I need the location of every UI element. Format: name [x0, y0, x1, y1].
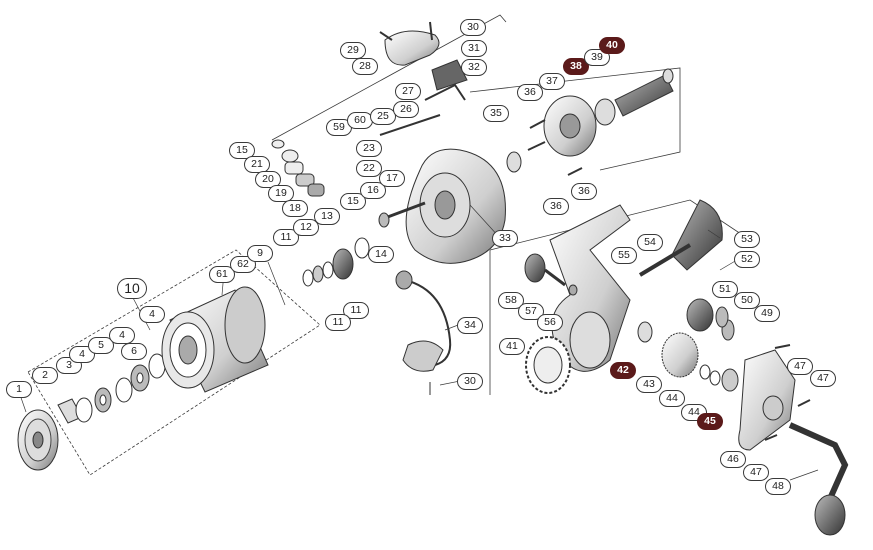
bail-wire-part: [395, 270, 452, 395]
part-callout-23: 23: [356, 140, 382, 157]
bail-arm-part: [379, 21, 468, 136]
part-callout-19: 19: [268, 185, 294, 202]
part-callout-47c: 47: [743, 464, 769, 481]
part-callout-10: 10: [117, 278, 147, 299]
part-callout-49: 49: [754, 305, 780, 322]
drive-group-box: [469, 67, 681, 171]
part-callout-18: 18: [282, 200, 308, 217]
part-callout-50: 50: [734, 292, 760, 309]
part-callout-12: 12: [293, 219, 319, 236]
part-callout-15b: 15: [340, 193, 366, 210]
part-callout-37: 37: [539, 73, 565, 90]
part-callout-22: 22: [356, 160, 382, 177]
drive-gear-part: [525, 298, 739, 394]
spool-cap-part: [17, 409, 59, 471]
part-callout-41: 41: [499, 338, 525, 355]
part-callout-51: 51: [712, 281, 738, 298]
part-callout-2: 2: [32, 367, 58, 384]
part-callout-33: 33: [492, 230, 518, 247]
part-callout-36a: 36: [517, 84, 543, 101]
part-callout-58: 58: [498, 292, 524, 309]
part-callout-32: 32: [461, 59, 487, 76]
part-callout-54: 54: [637, 234, 663, 251]
part-callout-11c: 11: [325, 314, 351, 331]
part-callout-26: 26: [393, 101, 419, 118]
part-callout-55: 55: [611, 247, 637, 264]
part-callout-30a: 30: [460, 19, 486, 36]
oscillation-gear-part: [506, 68, 674, 176]
part-callout-44a: 44: [659, 390, 685, 407]
part-callout-30b: 30: [457, 373, 483, 390]
rotor-washers-part: [302, 237, 370, 287]
part-callout-61: 61: [209, 266, 235, 283]
part-callout-6: 6: [121, 343, 147, 360]
part-callout-28: 28: [352, 58, 378, 75]
part-callout-36b: 36: [543, 198, 569, 215]
part-callout-43: 43: [636, 376, 662, 393]
part-callout-53: 53: [734, 231, 760, 248]
drag-knob-part: [524, 253, 578, 296]
part-callout-31: 31: [461, 40, 487, 57]
spool-body-part: [161, 286, 269, 393]
part-callout-29: 29: [340, 42, 366, 59]
part-callout-38: 38: [563, 58, 589, 75]
part-callout-15a: 15: [229, 142, 255, 159]
part-callout-14: 14: [368, 246, 394, 263]
part-callout-34: 34: [457, 317, 483, 334]
spool-group-dashed-box: [27, 249, 321, 476]
part-callout-16: 16: [360, 182, 386, 199]
part-callout-4c: 4: [139, 306, 165, 323]
drag-washers-part: [57, 353, 166, 424]
part-callout-25: 25: [370, 108, 396, 125]
part-callout-46: 46: [720, 451, 746, 468]
part-callout-42: 42: [610, 362, 636, 379]
part-callout-57: 57: [518, 303, 544, 320]
part-callout-56: 56: [537, 314, 563, 331]
part-callout-47b: 47: [810, 370, 836, 387]
part-callout-35: 35: [483, 105, 509, 122]
part-callout-1: 1: [6, 381, 32, 398]
part-callout-13: 13: [314, 208, 340, 225]
part-callout-11b: 11: [343, 302, 369, 319]
part-callout-11a: 11: [273, 229, 299, 246]
part-callout-27: 27: [395, 83, 421, 100]
part-callout-40: 40: [599, 37, 625, 54]
bearing-stack-part: [271, 139, 325, 197]
part-callout-52: 52: [734, 251, 760, 268]
part-callout-4b: 4: [109, 327, 135, 344]
handle-part: [715, 306, 849, 536]
rotor-group-box: [271, 14, 507, 141]
body-group-box: [489, 199, 751, 251]
part-callout-9: 9: [247, 245, 273, 262]
part-callout-48: 48: [765, 478, 791, 495]
part-callout-17: 17: [379, 170, 405, 187]
part-callout-5: 5: [88, 337, 114, 354]
part-callout-20: 20: [255, 171, 281, 188]
part-callout-45: 45: [697, 413, 723, 430]
part-callout-47a: 47: [787, 358, 813, 375]
rotor-part: [378, 148, 506, 264]
part-callout-36c: 36: [571, 183, 597, 200]
